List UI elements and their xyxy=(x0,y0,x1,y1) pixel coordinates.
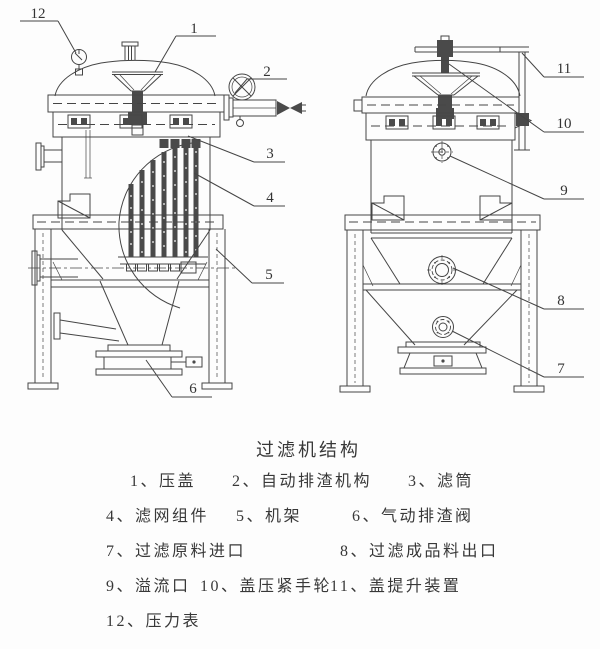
inlet-flange xyxy=(432,316,454,338)
callout-2: 2 xyxy=(263,64,271,80)
legend-item-6: 6、气动排渣阀 xyxy=(352,508,474,525)
legend-item-9: 9、溢流口 xyxy=(106,578,191,595)
legend-item-8: 8、过滤成品料出口 xyxy=(340,543,499,560)
legend-item-2: 2、自动排渣机构 xyxy=(232,473,373,490)
support-gusset xyxy=(57,193,91,219)
legend-item-1: 1、压盖 xyxy=(130,473,197,490)
slag-discharge-valve-assembly xyxy=(223,73,306,127)
side-nozzle-upper xyxy=(35,142,62,171)
dome-cover xyxy=(54,59,216,97)
cover-handwheel xyxy=(414,35,501,73)
callout-9: 9 xyxy=(560,183,568,199)
callout-5: 5 xyxy=(265,267,273,283)
legend-item-3: 3、滤筒 xyxy=(408,473,475,490)
cover-lift-device xyxy=(497,46,533,151)
callout-numbers: 12 1 2 3 4 5 6 11 10 9 8 7 xyxy=(31,6,572,397)
pneumatic-discharge-valve xyxy=(95,344,203,376)
side-view xyxy=(339,35,545,393)
support-gussets-side xyxy=(371,195,513,221)
callout-12: 12 xyxy=(31,6,46,22)
legend-item-10: 10、盖压紧手轮 xyxy=(200,578,333,595)
figure-title: 过滤机结构 xyxy=(256,440,361,460)
hopper-cone xyxy=(61,229,211,346)
technical-drawing: 12 1 2 3 4 5 6 11 10 9 8 7 xyxy=(20,6,584,398)
filter-elements-cutaway xyxy=(118,139,208,309)
overflow-port xyxy=(431,141,453,163)
legend-item-4: 4、滤网组件 xyxy=(106,508,210,525)
top-vent-nozzle xyxy=(121,41,139,60)
legend-item-7: 7、过滤原料进口 xyxy=(106,543,247,560)
callout-1: 1 xyxy=(190,21,198,37)
callout-3: 3 xyxy=(266,146,274,162)
callout-7: 7 xyxy=(557,361,565,377)
legend-item-5: 5、机架 xyxy=(236,508,303,525)
dome-cover-side xyxy=(365,59,521,97)
inlet-pipe-diagonal xyxy=(53,312,120,342)
frame-side xyxy=(339,214,545,393)
callout-11: 11 xyxy=(557,61,571,77)
leader-lines xyxy=(20,20,584,398)
callout-10: 10 xyxy=(557,116,572,132)
frame xyxy=(27,214,233,390)
pneumatic-discharge-valve-side xyxy=(397,341,487,375)
hopper-cone-side xyxy=(365,237,518,346)
legend-item-12: 12、压力表 xyxy=(106,613,202,630)
callout-8: 8 xyxy=(557,293,565,309)
clamp-band xyxy=(47,94,225,138)
side-nozzle-lower xyxy=(31,250,78,286)
callout-4: 4 xyxy=(266,190,274,206)
pressure-gauge xyxy=(71,49,87,76)
clamp-band-side xyxy=(353,96,520,141)
outlet-flange xyxy=(427,255,457,285)
front-view xyxy=(27,41,306,390)
callout-6: 6 xyxy=(189,381,197,397)
feed-funnel-side xyxy=(412,72,480,119)
legend-item-11: 11、盖提升装置 xyxy=(330,578,462,595)
